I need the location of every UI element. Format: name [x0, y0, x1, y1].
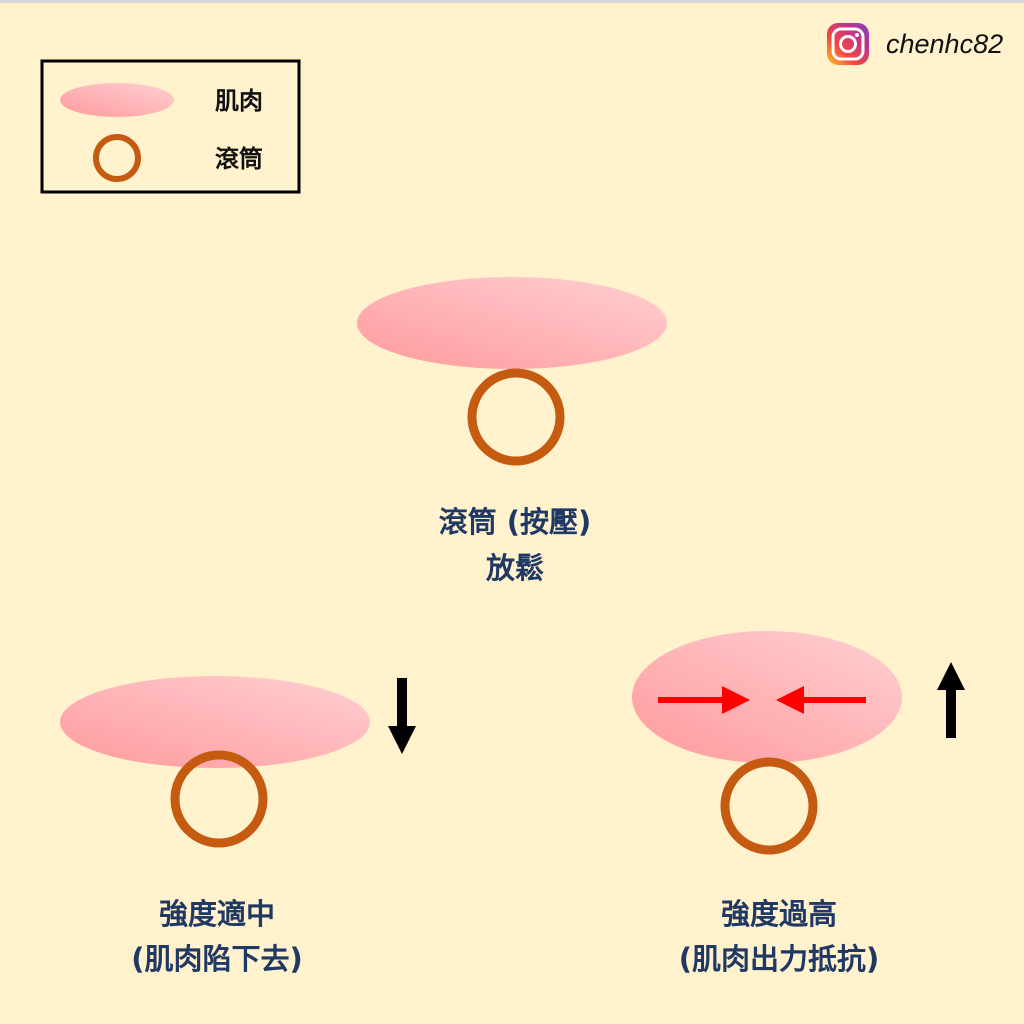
instagram-icon — [827, 23, 869, 65]
arrow-right-icon — [658, 686, 750, 714]
panel-subtitle: (肌肉陷下去) — [131, 942, 303, 976]
top-border — [0, 0, 1024, 3]
roller-legend-icon — [93, 134, 141, 182]
muscle-ellipse — [357, 277, 667, 369]
legend-roller-label: 滾筒 — [215, 145, 263, 173]
legend-muscle-label: 肌肉 — [215, 87, 263, 115]
panel-title: 強度過高 — [721, 897, 837, 931]
panel-subtitle: (肌肉出力抵抗) — [679, 942, 880, 976]
legend: 肌肉 滾筒 — [40, 59, 301, 194]
panel-relax: 滾筒 (按壓) 放鬆 — [357, 277, 667, 585]
panel-excessive: 強度過高 (肌肉出力抵抗) — [632, 631, 965, 976]
muscle-ellipse — [632, 631, 902, 763]
roller-ring — [170, 750, 268, 848]
muscle-legend-icon — [60, 83, 174, 117]
instagram-handle: chenhc82 — [886, 29, 1003, 59]
arrow-down-icon — [388, 678, 416, 754]
roller-ring — [720, 757, 818, 855]
panel-title: 強度適中 — [159, 897, 275, 931]
panel-title: 滾筒 (按壓) — [439, 505, 592, 539]
panel-subtitle: 放鬆 — [485, 551, 544, 585]
panel-moderate: 強度適中 (肌肉陷下去) — [60, 676, 416, 976]
arrow-left-icon — [776, 686, 866, 714]
muscle-ellipse — [60, 676, 370, 768]
roller-ring — [467, 368, 565, 466]
arrow-up-icon — [937, 662, 965, 738]
